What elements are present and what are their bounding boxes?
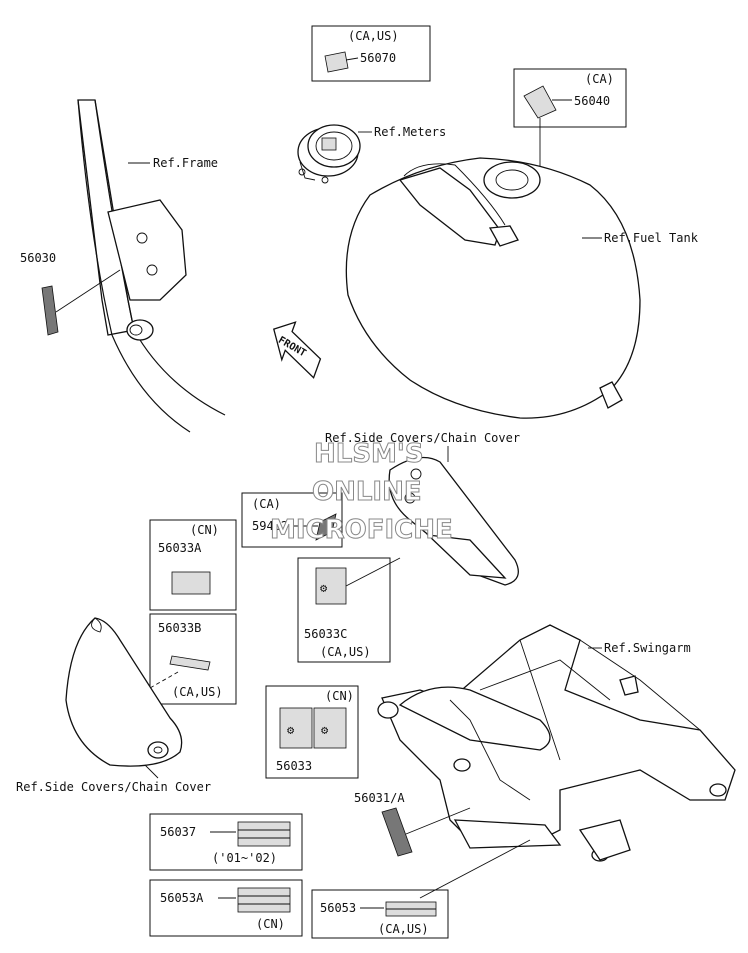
part-56070-region: (CA,US) (348, 29, 399, 43)
part-56037-label: 56037 (160, 825, 196, 839)
ref-fuel-tank-label: Ref.Fuel Tank (604, 231, 699, 245)
part-56037-years: ('01~'02) (212, 851, 277, 865)
decal-56033A (171, 571, 211, 595)
part-59462-region: (CA) (252, 497, 281, 511)
part-56033-region: (CN) (325, 689, 354, 703)
part-56033B-region: (CA,US) (172, 685, 223, 699)
decal-56033C-symbol: ⚙ (320, 581, 328, 595)
side-cover-left (65, 617, 183, 767)
ref-side-covers-top-label: Ref.Side Covers/Chain Cover (325, 431, 520, 445)
part-56033C-label: 56033C (304, 627, 347, 641)
part-56033C-region: (CA,US) (320, 645, 371, 659)
decal-56033-left-symbol: ⚙ (287, 723, 295, 737)
ref-frame-label: Ref.Frame (153, 156, 218, 170)
ref-swingarm-label: Ref.Swingarm (604, 641, 691, 655)
decal-56030 (41, 269, 121, 336)
svg-text:MICROFICHE: MICROFICHE (270, 515, 453, 545)
box-56070 (311, 25, 431, 82)
frame-tube (77, 99, 226, 433)
part-56031A-label: 56031/A (354, 791, 405, 805)
part-56053A-label: 56053A (160, 891, 204, 905)
part-56040-label: 56040 (574, 94, 610, 108)
decal-56033C (315, 567, 347, 605)
part-56053-label: 56053 (320, 901, 356, 915)
part-56053A-region: (CN) (256, 917, 285, 931)
part-56040-region: (CA) (585, 72, 614, 86)
decal-56033-right-symbol: ⚙ (321, 723, 329, 737)
part-56053-region: (CA,US) (378, 922, 429, 936)
decal-56033-right (313, 707, 347, 749)
side-cover-right (388, 456, 519, 586)
box-56033A (149, 519, 237, 611)
svg-text:ONLINE: ONLINE (312, 477, 422, 507)
svg-text:HLSM'S: HLSM'S (314, 439, 424, 469)
part-59462-label: 59462 (252, 519, 288, 533)
part-56033B-label: 56033B (158, 621, 201, 635)
ref-meters-label: Ref.Meters (374, 125, 446, 139)
part-56033A-region: (CN) (190, 523, 219, 537)
decal-56053 (385, 901, 437, 917)
part-56030-label: 56030 (20, 251, 56, 265)
decal-56070 (324, 51, 349, 73)
decal-56037 (237, 821, 291, 847)
part-56070-label: 56070 (360, 51, 396, 65)
decal-56040 (523, 85, 557, 119)
decal-56031A (381, 807, 413, 857)
decal-59462 (315, 513, 337, 541)
part-56033A-label: 56033A (158, 541, 202, 555)
decal-56033B (169, 655, 211, 671)
fuel-tank (345, 157, 641, 419)
watermark: HLSM'S ONLINE MICROFICHE (270, 439, 454, 546)
decal-56033-left (279, 707, 313, 749)
decal-56053A (237, 887, 291, 913)
ref-side-covers-bottom-label: Ref.Side Covers/Chain Cover (16, 780, 211, 794)
front-arrow-icon: FRONT (273, 321, 322, 379)
swingarm (377, 624, 736, 862)
meter-unit (297, 124, 372, 184)
part-56033-label: 56033 (276, 759, 312, 773)
